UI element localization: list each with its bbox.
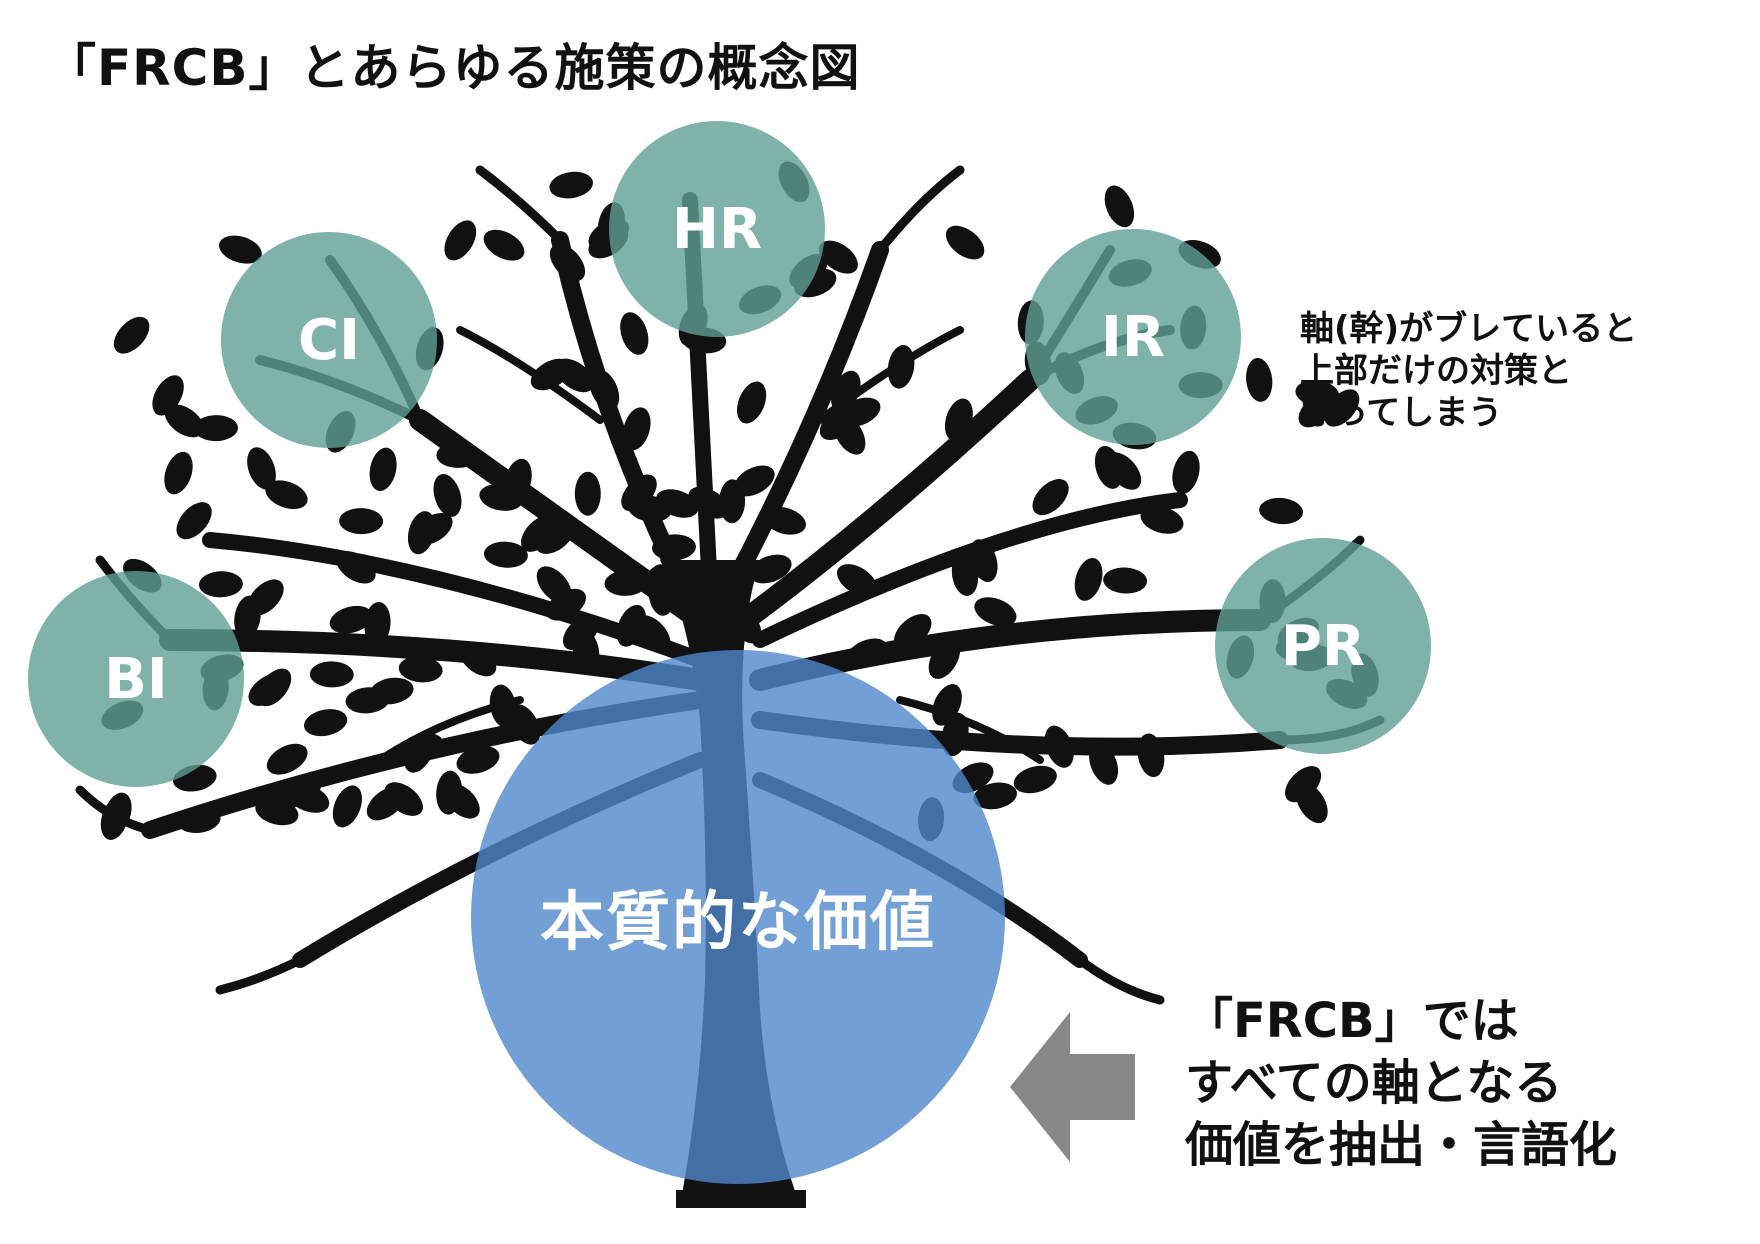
bottom-note: 「FRCB」では すべての軸となる 価値を抽出・言語化 bbox=[1185, 990, 1617, 1176]
core-value-label: 本質的な価値 bbox=[540, 886, 936, 960]
measure-circle-ir: IR bbox=[1025, 229, 1241, 445]
tree-ground bbox=[676, 1190, 806, 1208]
measure-circle-pr: PR bbox=[1215, 538, 1431, 754]
side-note-line: 軸(幹)がブレていると bbox=[1300, 309, 1638, 349]
measure-label-hr: HR bbox=[672, 196, 762, 262]
left-arrow-icon bbox=[1010, 1012, 1135, 1162]
side-note-line: なってしまう bbox=[1300, 393, 1503, 433]
measure-label-bi: BI bbox=[104, 646, 168, 712]
measure-label-pr: PR bbox=[1280, 613, 1366, 679]
bottom-note-line: 「FRCB」では bbox=[1185, 993, 1519, 1049]
page-title: 「FRCB」とあらゆる施策の概念図 bbox=[46, 39, 861, 97]
measure-circle-ci: CI bbox=[221, 232, 437, 448]
side-note-line: 上部だけの対策と bbox=[1300, 351, 1572, 391]
core-value-circle: 本質的な価値 bbox=[471, 650, 1005, 1184]
side-note: 軸(幹)がブレていると 上部だけの対策と なってしまう bbox=[1300, 308, 1637, 434]
measure-circle-hr: HR bbox=[609, 121, 825, 337]
measure-circle-bi: BI bbox=[28, 571, 244, 787]
bottom-note-line: 価値を抽出・言語化 bbox=[1185, 1117, 1618, 1173]
measure-label-ci: CI bbox=[298, 307, 360, 373]
measure-label-ir: IR bbox=[1101, 304, 1165, 370]
bottom-note-line: すべての軸となる bbox=[1185, 1055, 1563, 1111]
